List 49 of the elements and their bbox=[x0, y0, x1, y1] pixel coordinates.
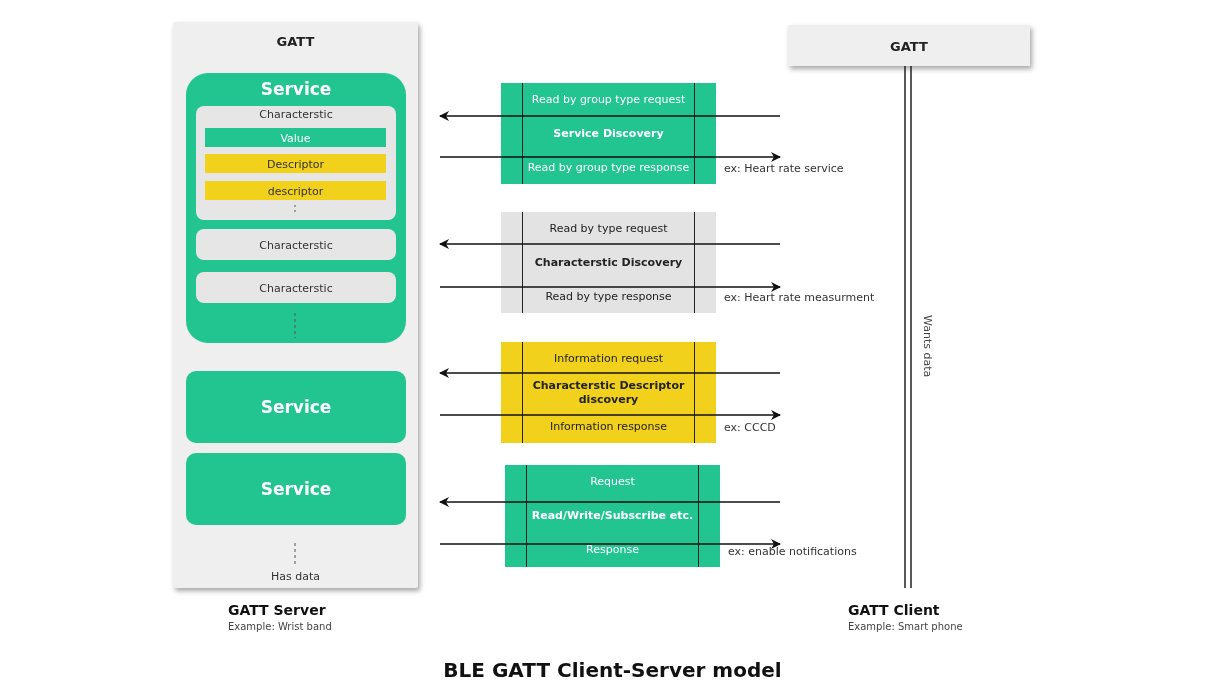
server-panel bbox=[173, 22, 418, 588]
message-box bbox=[501, 83, 716, 184]
role-example: Example: Smart phone bbox=[848, 621, 963, 632]
descriptor-bar bbox=[205, 181, 386, 200]
message-label: Information request bbox=[553, 352, 664, 365]
value-bar bbox=[205, 128, 386, 147]
service-box bbox=[186, 73, 406, 343]
box-label: Characterstic bbox=[258, 238, 334, 251]
example-note: ex: enable notifications bbox=[728, 545, 857, 558]
message-label: Read by type response bbox=[544, 290, 673, 303]
message-box bbox=[501, 342, 716, 443]
box-label: descriptor bbox=[266, 184, 325, 197]
role-example: Example: Wrist band bbox=[228, 621, 332, 632]
message-label: Response bbox=[585, 543, 640, 556]
box-label: Descriptor bbox=[265, 157, 326, 170]
panel-title: GATT bbox=[275, 34, 316, 49]
characteristic-box bbox=[196, 229, 396, 260]
role-title: GATT Client bbox=[848, 602, 940, 618]
message-box bbox=[501, 212, 716, 313]
service-box bbox=[186, 371, 406, 443]
diagram-caption: BLE GATT Client-Server model bbox=[442, 658, 783, 682]
box-title: Service bbox=[259, 79, 333, 99]
example-note: ex: Heart rate service bbox=[724, 162, 844, 175]
box-label: Service bbox=[259, 479, 333, 499]
example-note: ex: Heart rate measurment bbox=[724, 291, 875, 304]
example-note: ex: CCCD bbox=[724, 421, 776, 434]
box-label: GATT bbox=[889, 38, 929, 53]
message-box bbox=[505, 465, 720, 567]
message-label: Request bbox=[589, 475, 636, 488]
side-note: Wants data bbox=[921, 315, 934, 378]
client-header-box bbox=[788, 25, 1030, 66]
message-label: Information response bbox=[548, 420, 669, 433]
panel-note: Has data bbox=[270, 570, 321, 583]
discovery-title: Service Discovery bbox=[552, 126, 665, 141]
characteristic-box bbox=[196, 106, 396, 220]
box-label: Service bbox=[259, 397, 333, 417]
descriptor-bar bbox=[205, 154, 386, 173]
discovery-title: Read/Write/Subscribe etc. bbox=[531, 509, 694, 523]
message-label: Read by type request bbox=[548, 222, 669, 235]
box-title: Characterstic bbox=[258, 108, 334, 121]
service-box bbox=[186, 453, 406, 525]
role-title: GATT Server bbox=[228, 602, 326, 618]
box-label: Value bbox=[279, 131, 312, 144]
discovery-title: Characterstic Discovery bbox=[533, 255, 684, 270]
discovery-title: Characterstic Descriptor discovery bbox=[531, 378, 686, 407]
message-label: Read by group type response bbox=[527, 161, 690, 174]
message-label: Read by group type request bbox=[530, 93, 687, 106]
characteristic-box bbox=[196, 272, 396, 303]
box-label: Characterstic bbox=[258, 281, 334, 294]
